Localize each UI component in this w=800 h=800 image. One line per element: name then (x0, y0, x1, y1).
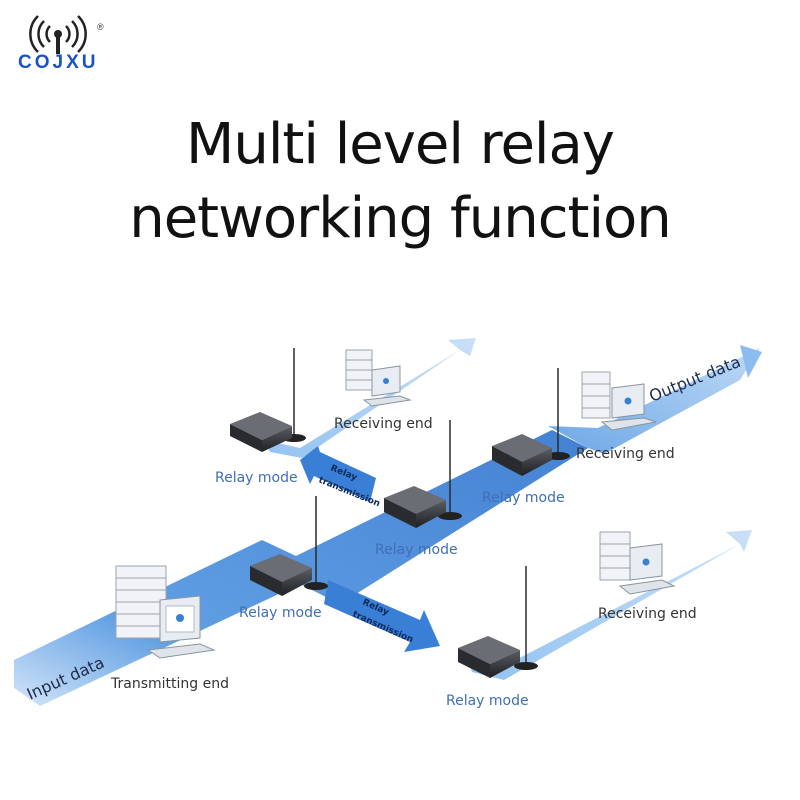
antenna-signal-icon (29, 15, 87, 54)
server-stack-icon (345, 349, 373, 391)
radio-module-icon (250, 554, 312, 596)
server-stack-icon (599, 531, 631, 581)
relay-transmission-arrow-1: Relay transmission (300, 446, 381, 509)
relay-mode-5-label: Relay mode (446, 693, 529, 709)
receiving-end-2-equipment (581, 371, 657, 431)
relay-device-3 (492, 368, 570, 476)
receiving-end-2-label: Receiving end (576, 446, 675, 462)
transmitting-end-label: Transmitting end (110, 676, 229, 692)
relay-device-5 (458, 566, 538, 678)
receiving-end-3-equipment (599, 531, 676, 595)
relay-mode-1-label: Relay mode (215, 470, 298, 486)
brand-logo: ® (14, 12, 124, 82)
receiving-end-1-equipment (345, 349, 412, 407)
radio-module-icon (384, 486, 446, 528)
laptop-icon (146, 595, 216, 659)
relay-device-4 (250, 496, 328, 596)
server-stack-icon (115, 565, 167, 639)
relay-device-2 (384, 420, 462, 528)
laptop-icon (362, 365, 412, 407)
relay-mode-4-label: Relay mode (239, 605, 322, 621)
page-title-line-1: Multi level relay (186, 112, 615, 177)
server-stack-icon (581, 371, 611, 419)
brand-name: COJXU (18, 52, 99, 73)
receiving-end-3-label: Receiving end (598, 606, 697, 622)
relay-mode-2-label: Relay mode (482, 490, 565, 506)
radio-module-icon (230, 412, 292, 452)
registered-mark: ® (97, 22, 104, 32)
transmitting-end-equipment (115, 565, 216, 659)
radio-module-icon (458, 636, 520, 678)
laptop-icon (600, 383, 657, 431)
laptop-icon (618, 543, 676, 595)
upper-receive-flow (264, 338, 476, 458)
relay-mode-3-label: Relay mode (375, 542, 458, 558)
radio-module-icon (492, 434, 552, 476)
relay-transmission-arrow-2: Relay transmission (324, 580, 440, 652)
page-title-line-2: networking function (129, 186, 672, 251)
relay-device-1 (230, 348, 306, 452)
receiving-end-1-label: Receiving end (334, 416, 433, 432)
